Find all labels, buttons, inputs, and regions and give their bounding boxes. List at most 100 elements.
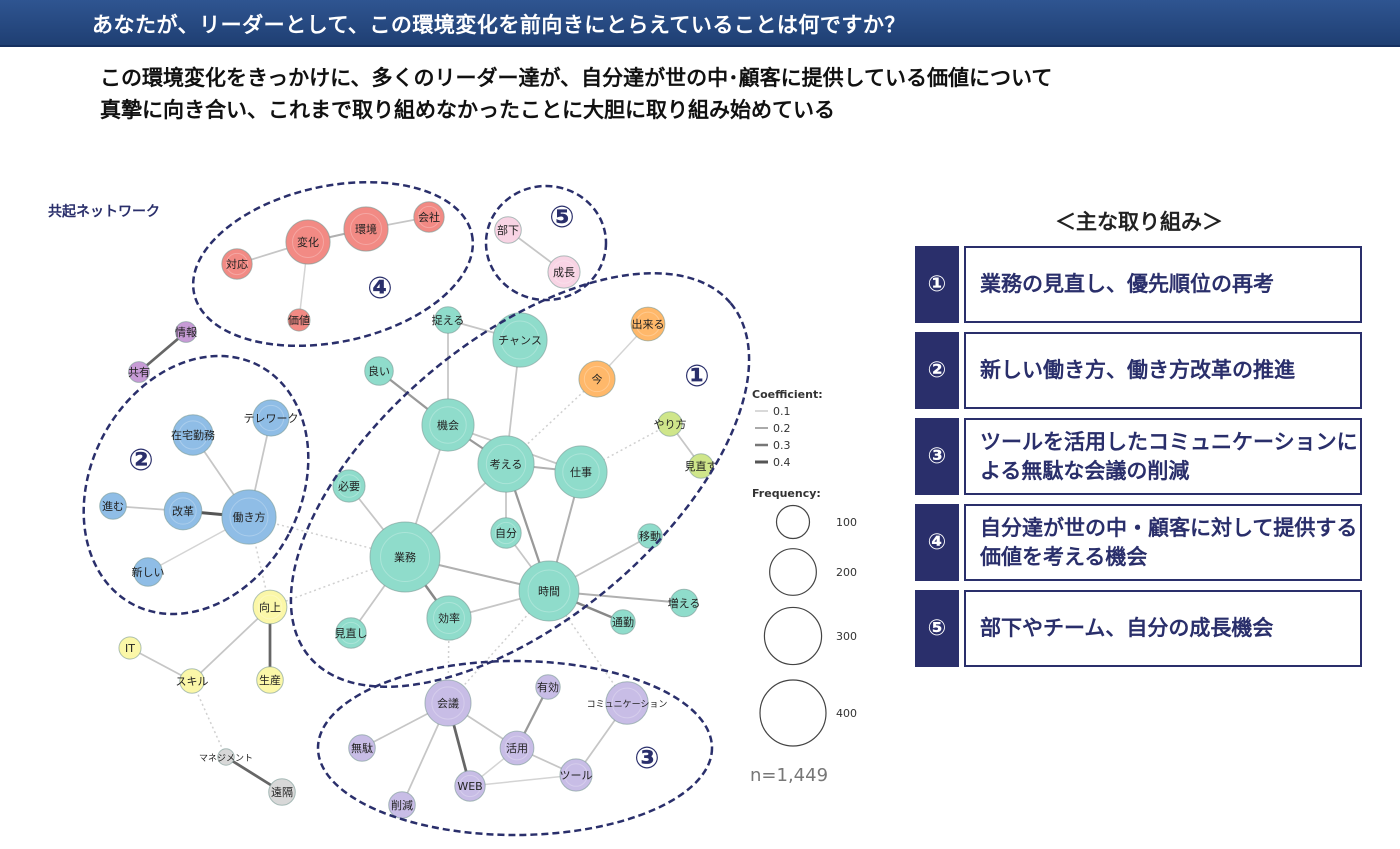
node: 効率 — [426, 595, 472, 641]
node-core — [350, 213, 382, 245]
node-circle — [217, 748, 235, 766]
node-core — [611, 687, 643, 719]
cluster-5-outline — [484, 184, 608, 302]
cluster-5-label: ⑤ — [549, 200, 574, 235]
node: 良い — [364, 356, 394, 386]
node: 増える — [668, 588, 700, 618]
node-label: やり方 — [654, 417, 687, 431]
node-circle — [128, 361, 150, 383]
cluster-1-outline — [289, 271, 751, 689]
node: 会社 — [413, 201, 445, 233]
node: 成長 — [547, 255, 581, 289]
coef-legend-value: 0.3 — [773, 439, 791, 452]
freq-legend-circle — [769, 548, 817, 596]
node-core — [583, 365, 611, 393]
node-core — [229, 497, 269, 537]
node-circle — [669, 588, 699, 618]
initiatives-title: ＜主な取り組み＞ — [1055, 210, 1223, 234]
node-label: 共有 — [128, 365, 150, 379]
node: 考える — [477, 435, 535, 493]
node-label: 削減 — [391, 798, 413, 812]
node-label: 部下 — [497, 223, 519, 237]
node: コミュニケーション — [587, 681, 667, 725]
node: 働き方 — [221, 489, 277, 545]
cluster-4-outline — [191, 180, 475, 348]
legend: Coefficient: 0.10.20.30.4 Frequency: 100… — [750, 388, 857, 786]
node-label: 変化 — [297, 235, 319, 249]
node-circle — [175, 321, 197, 343]
node: 情報 — [175, 321, 197, 343]
cluster-4-label: ④ — [367, 271, 392, 306]
node-label: 考える — [490, 458, 523, 471]
node: やり方 — [654, 411, 687, 437]
initiative-number: ③ — [915, 418, 959, 495]
node: 進む — [99, 492, 127, 520]
node: 捉える — [432, 306, 464, 334]
node-core — [339, 621, 363, 645]
node-core — [257, 404, 285, 432]
node-label: 効率 — [438, 611, 460, 625]
node-core — [178, 420, 208, 450]
weak-edge — [269, 556, 406, 608]
node-label: 環境 — [355, 222, 377, 236]
node: 生産 — [256, 666, 284, 694]
node: 業務 — [369, 521, 441, 593]
cluster-1-label: ① — [684, 359, 709, 394]
initiative-text: 業務の見直し、優先順位の再考 — [964, 246, 1362, 323]
node-circle — [348, 734, 376, 762]
node-circle — [118, 636, 142, 660]
node: 対応 — [221, 248, 253, 280]
cluster-3-label: ③ — [634, 741, 659, 776]
network-title: 共起ネットワーク — [48, 203, 160, 220]
node: IT — [118, 636, 142, 660]
node-core — [564, 763, 588, 787]
cluster-2-outline — [82, 354, 310, 616]
node-label: 改革 — [172, 504, 194, 518]
node-label: 出来る — [632, 317, 665, 331]
node: 必要 — [332, 469, 366, 503]
node-label: 会社 — [418, 210, 440, 224]
node: 共有 — [128, 361, 150, 383]
node-circle — [535, 674, 561, 700]
freq-legend-circle — [775, 504, 811, 540]
node-core — [494, 521, 518, 545]
node-label: 進む — [102, 500, 124, 513]
freq-legend-circle — [759, 679, 827, 747]
initiative-text: 新しい働き方、働き方改革の推進 — [964, 332, 1362, 409]
cluster-3-outline — [316, 659, 714, 837]
node-core — [485, 443, 527, 485]
freq-legend-value: 300 — [836, 630, 857, 643]
node-core — [169, 497, 197, 525]
node-label: 自分 — [495, 527, 517, 540]
node: 有効 — [535, 674, 561, 700]
weak-edge — [191, 680, 227, 758]
node-label: 必要 — [338, 480, 360, 493]
node-label: スキル — [176, 675, 209, 688]
node-core — [635, 311, 661, 337]
node-core — [562, 453, 600, 491]
node-label: テレワーク — [244, 412, 299, 425]
page-title: あなたが、リーダーとして、この環境変化を前向きにとらえていることは何ですか？ — [92, 13, 906, 37]
node-label: 向上 — [259, 600, 281, 614]
node-circle — [657, 411, 683, 437]
coef-legend-value: 0.1 — [773, 405, 791, 418]
node-label: 在宅勤務 — [171, 428, 215, 442]
node-label: 生産 — [259, 673, 281, 687]
node-circle — [179, 668, 205, 694]
node: 環境 — [343, 206, 389, 252]
node-label: 機会 — [437, 418, 459, 432]
node-circle — [268, 778, 296, 806]
node: 部下 — [494, 216, 522, 244]
node: テレワーク — [244, 399, 299, 437]
node-circle — [256, 666, 284, 694]
node-label: 情報 — [175, 326, 197, 339]
node: WEB — [454, 770, 486, 802]
node-label: WEB — [457, 780, 482, 793]
node-core — [431, 686, 465, 720]
node-circle — [494, 216, 522, 244]
node-label: 有効 — [537, 680, 559, 694]
node-label: 遠隔 — [271, 786, 293, 799]
node-label: 対応 — [226, 257, 248, 271]
